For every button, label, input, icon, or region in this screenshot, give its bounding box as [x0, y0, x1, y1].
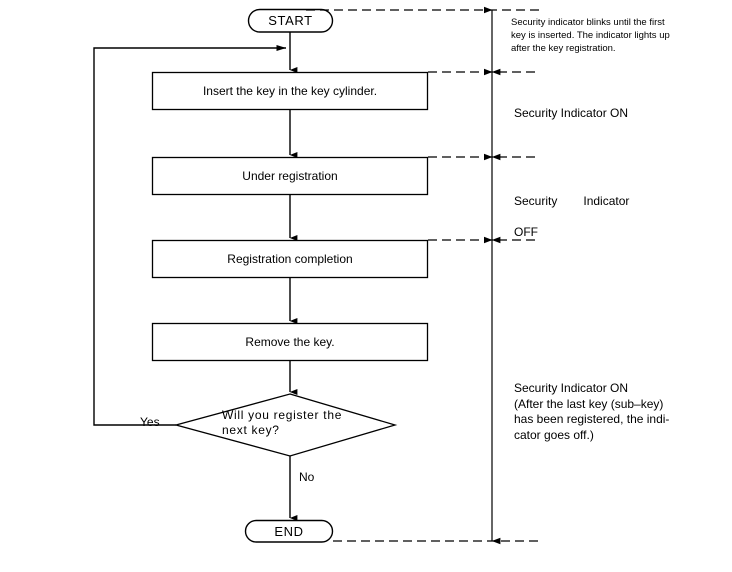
- process-box-3-label: Registration completion: [227, 252, 353, 266]
- end-terminator-label: END: [274, 524, 304, 539]
- annotation-indicator-on: Security Indicator ON: [514, 106, 629, 120]
- annotation-indicator-off-word1: Security: [514, 193, 558, 208]
- process-box-1-shape: [151, 71, 429, 111]
- branch-label-yes: Yes: [140, 415, 160, 429]
- connector-yes-loop-back: [93, 45, 287, 426]
- decision-label-line1: Will you register the: [222, 408, 343, 422]
- process-box-1-label: Insert the key in the key cylinder.: [202, 84, 378, 98]
- annotation-blink: Security indicator blinks until the firs…: [511, 17, 670, 54]
- process-box-2-label: Under registration: [242, 169, 338, 183]
- branch-label-no: No: [299, 470, 315, 484]
- annotation-indicator-on-last: Security Indicator ON (After the last ke…: [514, 381, 670, 442]
- process-box-2-shape: [151, 156, 429, 196]
- annotation-indicator-off: Security Indicator OFF: [514, 178, 726, 240]
- decision-diamond-shape: [173, 393, 398, 457]
- decision-label-line2: next key?: [222, 423, 280, 437]
- process-box-4-label: Remove the key.: [245, 335, 335, 349]
- annotation-indicator-off-word2: Indicator: [583, 193, 630, 208]
- process-box-3-shape: [151, 239, 429, 279]
- end-terminator-shape: [244, 519, 334, 543]
- annotation-indicator-off-word3: OFF: [514, 224, 538, 239]
- start-terminator-label: START: [268, 13, 313, 28]
